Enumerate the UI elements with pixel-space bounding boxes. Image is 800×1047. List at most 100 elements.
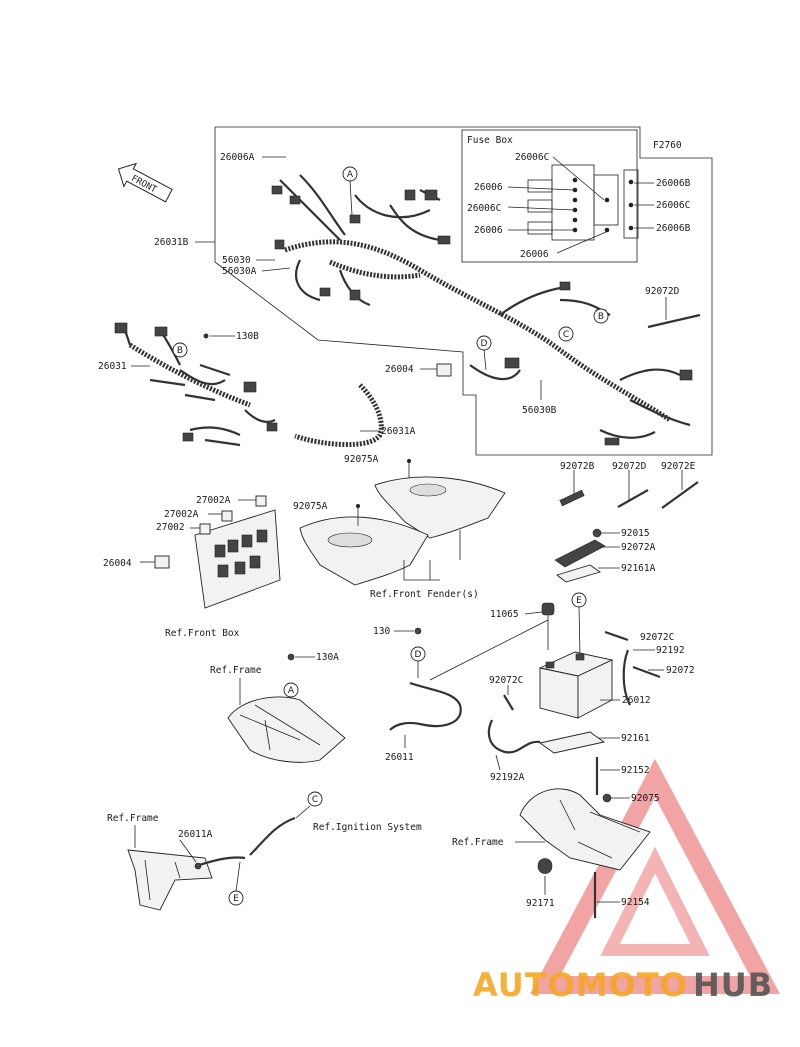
label-26006B-a: 26006B <box>656 178 691 189</box>
label-26011: 26011 <box>385 752 414 763</box>
watermark-text-1: AUTOMOTO <box>473 966 688 1004</box>
label-92015: 92015 <box>621 528 650 539</box>
nut-92075 <box>602 793 612 803</box>
bolt-92072 <box>632 665 661 679</box>
label-26006B-b: 26006B <box>656 223 691 234</box>
label-92072C-b: 92072C <box>489 675 523 686</box>
front-box <box>194 509 281 609</box>
label-26004-mid: 26004 <box>103 558 132 569</box>
relay-27002A-b <box>221 510 233 522</box>
ref-frame-b: Ref.Frame <box>452 837 504 848</box>
ref-frame-c: Ref.Frame <box>107 813 159 824</box>
clamp-92171 <box>537 858 553 874</box>
main-harness-26031B <box>271 174 693 446</box>
front-harness-26031 <box>114 322 278 447</box>
label-26031: 26031 <box>98 361 127 372</box>
label-26006C-a: 26006C <box>515 152 549 163</box>
label-26031A: 26031A <box>381 426 416 437</box>
battery-tray-frame <box>519 788 651 871</box>
pad-92161A <box>556 564 602 583</box>
label-92075A-b: 92075A <box>293 501 328 512</box>
callout-C-ignition <box>307 791 323 807</box>
label-92072B: 92072B <box>560 461 595 472</box>
label-130A: 130A <box>316 652 339 663</box>
ref-ignition-system: Ref.Ignition System <box>313 822 422 833</box>
label-92072: 92072 <box>666 665 695 676</box>
bolt-130A <box>287 653 295 661</box>
harness-boundary <box>214 126 713 456</box>
svg-text:C: C <box>312 795 318 805</box>
svg-text:D: D <box>481 339 488 349</box>
label-92171: 92171 <box>526 898 555 909</box>
label-92075: 92075 <box>631 793 660 804</box>
svg-text:A: A <box>347 170 354 180</box>
label-26012: 26012 <box>622 695 651 706</box>
callout-B-front <box>172 342 188 358</box>
label-130: 130 <box>373 626 390 637</box>
watermark-text-2: HUB <box>693 966 773 1004</box>
label-92192A: 92192A <box>490 772 525 783</box>
label-26006C-b: 26006C <box>467 203 501 214</box>
label-56030: 56030 <box>222 255 251 266</box>
label-92072D: 92072D <box>612 461 647 472</box>
label-92072C-a: 92072C <box>640 632 674 643</box>
front-arrow-icon: FRONT <box>117 162 173 203</box>
label-26006-c: 26006 <box>520 249 549 260</box>
relay-27002A-a <box>255 495 267 507</box>
label-27002: 27002 <box>156 522 185 533</box>
label-92072D-top: 92072D <box>645 286 680 297</box>
cable-26011 <box>389 681 462 731</box>
strap-92072C-b <box>503 694 514 711</box>
svg-text:A: A <box>288 686 295 696</box>
callout-B-top <box>593 308 609 324</box>
relay-27002 <box>199 523 211 535</box>
strap-92072C-a <box>604 630 629 642</box>
front-fenders <box>299 476 506 586</box>
label-92161A: 92161A <box>621 563 656 574</box>
svg-text:B: B <box>177 346 183 356</box>
label-26031B: 26031B <box>154 237 189 248</box>
svg-text:D: D <box>415 650 422 660</box>
label-26006C-c: 26006C <box>656 200 690 211</box>
label-56030B: 56030B <box>522 405 557 416</box>
label-26006A: 26006A <box>220 152 255 163</box>
frame-section-c <box>127 849 213 911</box>
svg-text:E: E <box>233 894 239 904</box>
label-26004-top: 26004 <box>385 364 414 375</box>
ignition-lead <box>249 816 296 856</box>
label-26006-b: 26006 <box>474 225 503 236</box>
watermark-logo <box>530 758 780 994</box>
fuse-box-title: Fuse Box <box>467 135 513 146</box>
label-92152: 92152 <box>621 765 650 776</box>
strap-92072B <box>559 489 585 507</box>
label-27002A-a: 27002A <box>196 495 231 506</box>
diagram-code: F2760 <box>653 140 682 151</box>
ref-frame-a: Ref.Frame <box>210 665 262 676</box>
fuse-block <box>527 164 639 241</box>
ref-front-fender: Ref.Front Fender(s) <box>370 589 479 600</box>
relay-26004-mid <box>154 555 170 569</box>
svg-text:E: E <box>576 596 582 606</box>
strap-92072D-top <box>647 313 701 329</box>
bolt-130 <box>414 627 422 635</box>
cover-92192 <box>622 649 631 706</box>
label-26011A: 26011A <box>178 829 213 840</box>
label-130B: 130B <box>236 331 259 342</box>
svg-text:C: C <box>563 330 569 340</box>
label-92192: 92192 <box>656 645 685 656</box>
strap-92072D <box>617 489 649 508</box>
label-11065: 11065 <box>490 609 519 620</box>
fuse-box-frame <box>461 129 638 263</box>
label-92154: 92154 <box>621 897 650 908</box>
label-92072A: 92072A <box>621 542 656 553</box>
battery-26012 <box>538 651 614 719</box>
relay-26004-top <box>436 363 452 377</box>
frame-section-a <box>227 696 346 763</box>
label-92072E: 92072E <box>661 461 696 472</box>
label-92075A-a: 92075A <box>344 454 379 465</box>
bracket-92072A <box>554 539 606 568</box>
sub-harness-26031A <box>294 383 384 447</box>
strap-92072E <box>661 481 699 509</box>
